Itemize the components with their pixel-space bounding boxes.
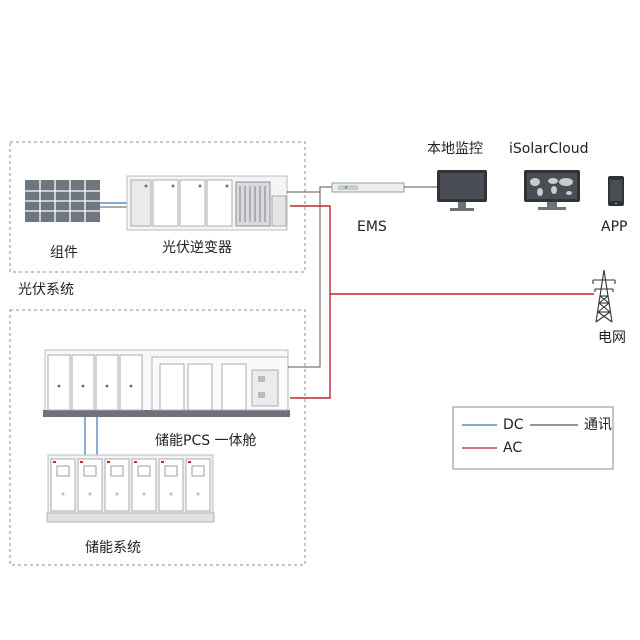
modules-label: 组件 (50, 245, 78, 261)
pv-modules-icon (25, 180, 100, 222)
legend-box (452, 406, 614, 470)
isolarcloud-label: iSolarCloud (509, 141, 589, 157)
isolarcloud-icon (524, 170, 580, 210)
monitor-icon (437, 170, 487, 211)
pv-inverter-label: 光伏逆变器 (162, 240, 232, 256)
storage-pcs-label: 储能PCS 一体舱 (155, 433, 257, 449)
transmission-tower-icon (592, 269, 616, 323)
local-monitor-label: 本地监控 (427, 141, 483, 157)
grid-label: 电网 (598, 330, 626, 346)
phone-icon (608, 176, 624, 206)
storage-pcs-cabin-icon (43, 349, 290, 417)
ems-icon (331, 182, 405, 193)
comm-line-storage (288, 192, 321, 368)
ac-line-pv (290, 205, 331, 294)
storage-system-label: 储能系统 (85, 540, 141, 556)
ems-label: EMS (357, 219, 387, 235)
app-label: APP (601, 219, 628, 235)
pv-system-box (9, 141, 306, 273)
legend-dc-label: DC (503, 417, 524, 433)
legend-ac-label: AC (503, 440, 523, 456)
storage-system-box (9, 309, 306, 566)
comm-line-pv-to-ems (287, 186, 332, 193)
legend-comm-label: 通讯 (584, 417, 612, 433)
battery-storage-icon (46, 454, 215, 523)
ac-line-storage (290, 294, 331, 399)
pv-inverter-icon (126, 175, 288, 231)
pv-system-label: 光伏系统 (18, 282, 74, 298)
